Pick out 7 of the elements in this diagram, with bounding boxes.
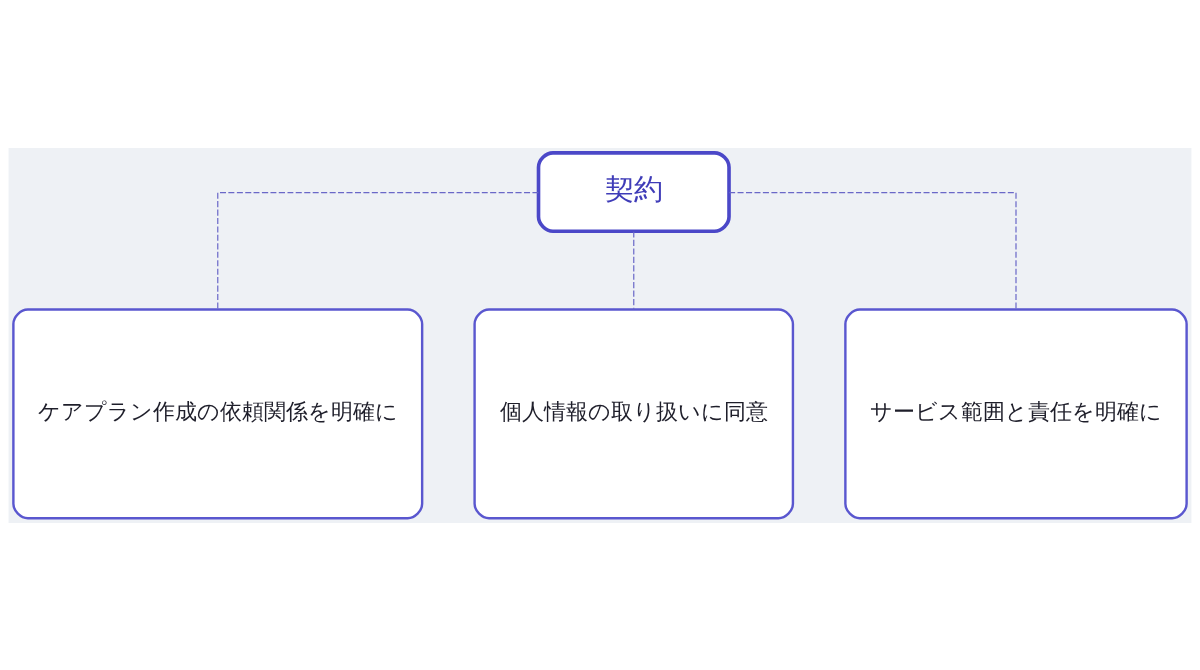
node-box: 契約 [536,150,731,233]
connector [217,191,539,310]
node-box: ケアプラン作成の依頼関係を明確に [12,307,424,519]
connector [633,230,635,310]
node-box: 個人情報の取り扱いに同意 [473,307,795,519]
connector [728,191,1017,310]
node-box: サービス範囲と責任を明確に [844,307,1188,519]
